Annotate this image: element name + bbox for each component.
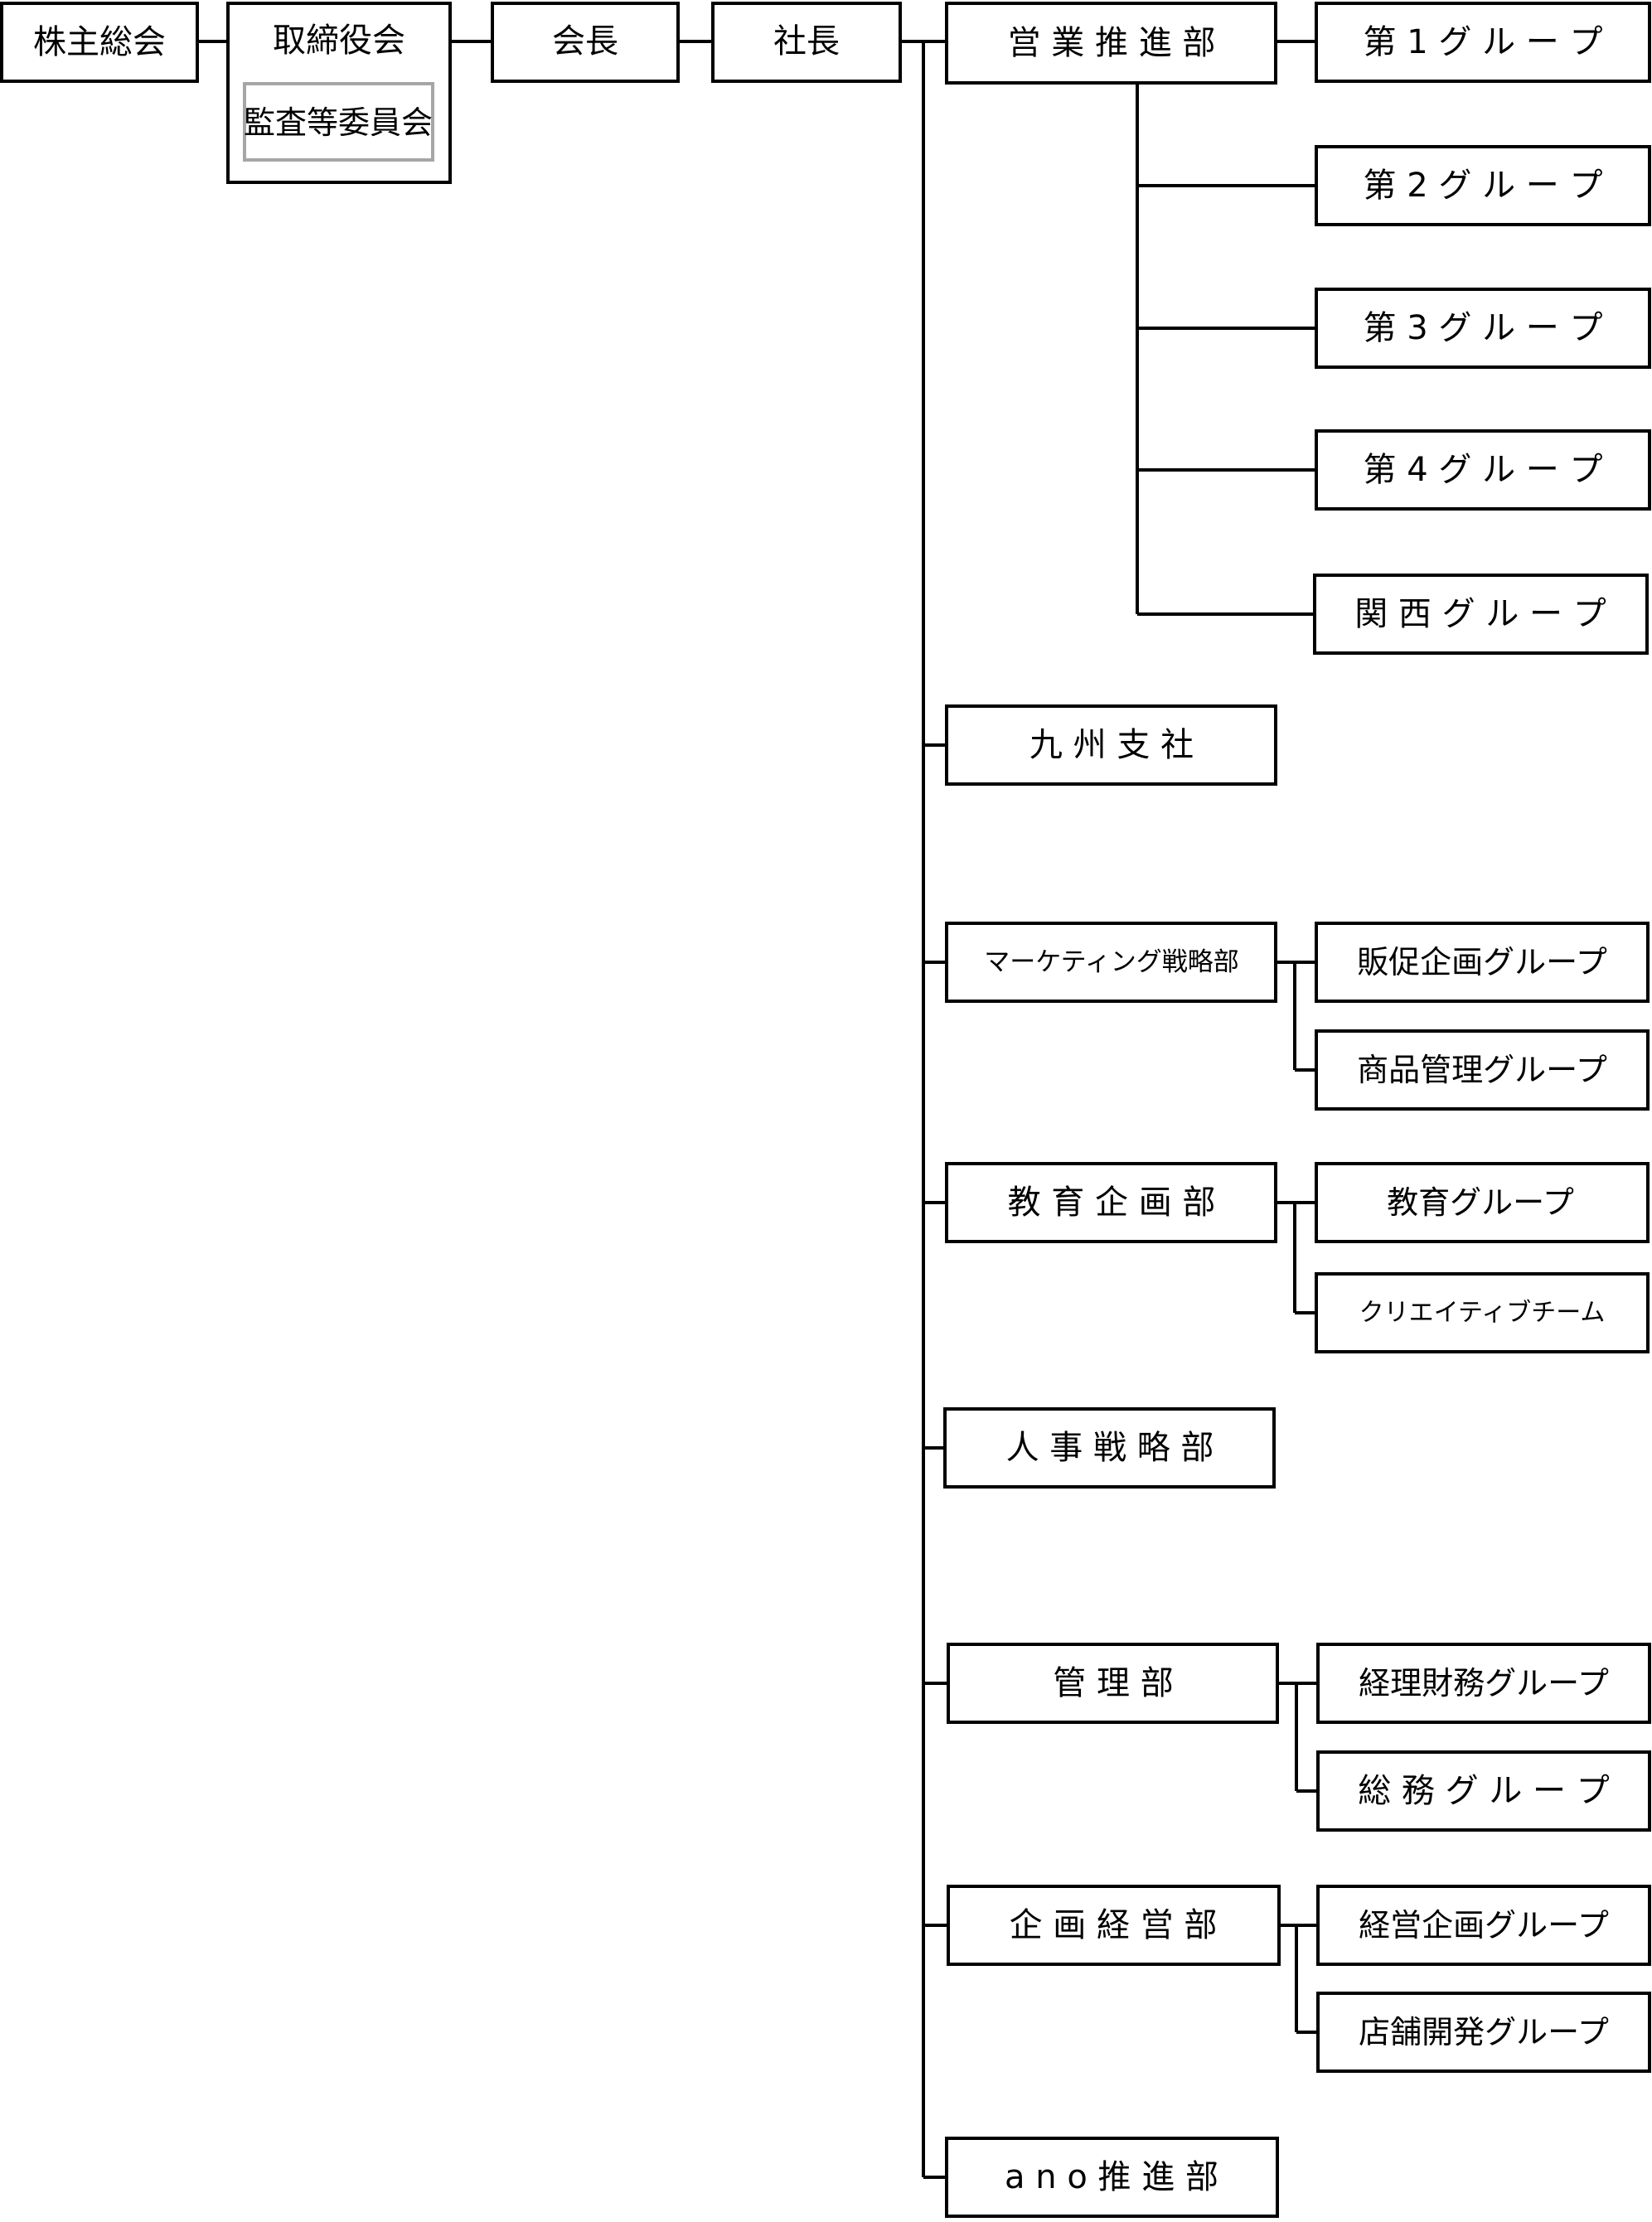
group-accounting-label: 経理財務グループ (1359, 1665, 1609, 1702)
group-creative-label: クリエイティブチーム (1359, 1299, 1606, 1328)
dept-sales-label: 営 業 推 進 部 (1008, 24, 1216, 62)
group-kansai-box: 関 西 グ ル ー プ (1313, 574, 1649, 655)
dept-marketing-label: マーケティング戦略部 (984, 947, 1239, 977)
dept-kyushu-label: 九 州 支 社 (1029, 726, 1194, 764)
audit-committee-box (243, 82, 434, 162)
board-box: 取締役会 監査等委員会 (226, 2, 452, 184)
dept-sales-box: 営 業 推 進 部 (945, 2, 1277, 85)
group-sales-4-label: 第 4 グ ル ー プ (1363, 451, 1602, 489)
group-promo-box: 販促企画グループ (1315, 922, 1650, 1003)
group-mgmt-planning-box: 経営企画グループ (1316, 1885, 1651, 1966)
dept-education-label: 教 育 企 画 部 (1008, 1184, 1216, 1222)
group-sales-2-box: 第 2 グ ル ー プ (1315, 145, 1651, 226)
group-general-label: 総 務 グ ル ー プ (1358, 1772, 1610, 1810)
group-store-dev-label: 店舗開発グループ (1359, 2014, 1609, 2050)
dept-marketing-box: マーケティング戦略部 (945, 922, 1277, 1003)
group-creative-box: クリエイティブチーム (1315, 1272, 1650, 1353)
president-label: 社長 (773, 22, 840, 61)
dept-ano-label: a n o 推 進 部 (1005, 2158, 1218, 2196)
group-general-box: 総 務 グ ル ー プ (1316, 1750, 1651, 1832)
group-kansai-label: 関 西 グ ル ー プ (1354, 595, 1606, 633)
chairman-box: 会長 (491, 2, 680, 83)
board-label: 取締役会 (273, 22, 405, 60)
shareholders-box: 株主総会 (0, 2, 199, 83)
group-product-label: 商品管理グループ (1357, 1052, 1607, 1088)
group-education-label: 教育グループ (1387, 1184, 1574, 1221)
group-sales-1-label: 第 1 グ ル ー プ (1363, 23, 1602, 61)
group-product-box: 商品管理グループ (1315, 1029, 1650, 1111)
group-promo-label: 販促企画グループ (1357, 944, 1607, 980)
group-sales-3-label: 第 3 グ ル ー プ (1363, 309, 1602, 347)
group-education-box: 教育グループ (1315, 1162, 1650, 1243)
dept-admin-box: 管 理 部 (947, 1643, 1279, 1724)
group-sales-3-box: 第 3 グ ル ー プ (1315, 288, 1651, 369)
group-accounting-box: 経理財務グループ (1316, 1643, 1651, 1724)
dept-ano-box: a n o 推 進 部 (945, 2137, 1279, 2218)
shareholders-label: 株主総会 (33, 23, 166, 61)
dept-planning-label: 企 画 経 営 部 (1010, 1906, 1218, 1944)
dept-hr-box: 人 事 戦 略 部 (943, 1407, 1276, 1489)
president-box: 社長 (711, 2, 902, 83)
chairman-label: 会長 (552, 22, 618, 61)
group-sales-4-box: 第 4 グ ル ー プ (1315, 429, 1651, 511)
dept-admin-label: 管 理 部 (1053, 1664, 1173, 1702)
dept-planning-box: 企 画 経 営 部 (947, 1885, 1281, 1966)
dept-hr-label: 人 事 戦 略 部 (1006, 1429, 1214, 1467)
group-mgmt-planning-label: 経営企画グループ (1359, 1907, 1609, 1944)
audit-committee-label: 監査等委員会 (244, 104, 433, 141)
connector-lines (197, 40, 1318, 2179)
dept-education-box: 教 育 企 画 部 (945, 1162, 1277, 1243)
dept-kyushu-box: 九 州 支 社 (945, 704, 1277, 786)
group-sales-2-label: 第 2 グ ル ー プ (1363, 167, 1602, 205)
group-store-dev-box: 店舗開発グループ (1316, 1992, 1651, 2073)
group-sales-1-box: 第 1 グ ル ー プ (1315, 2, 1651, 83)
